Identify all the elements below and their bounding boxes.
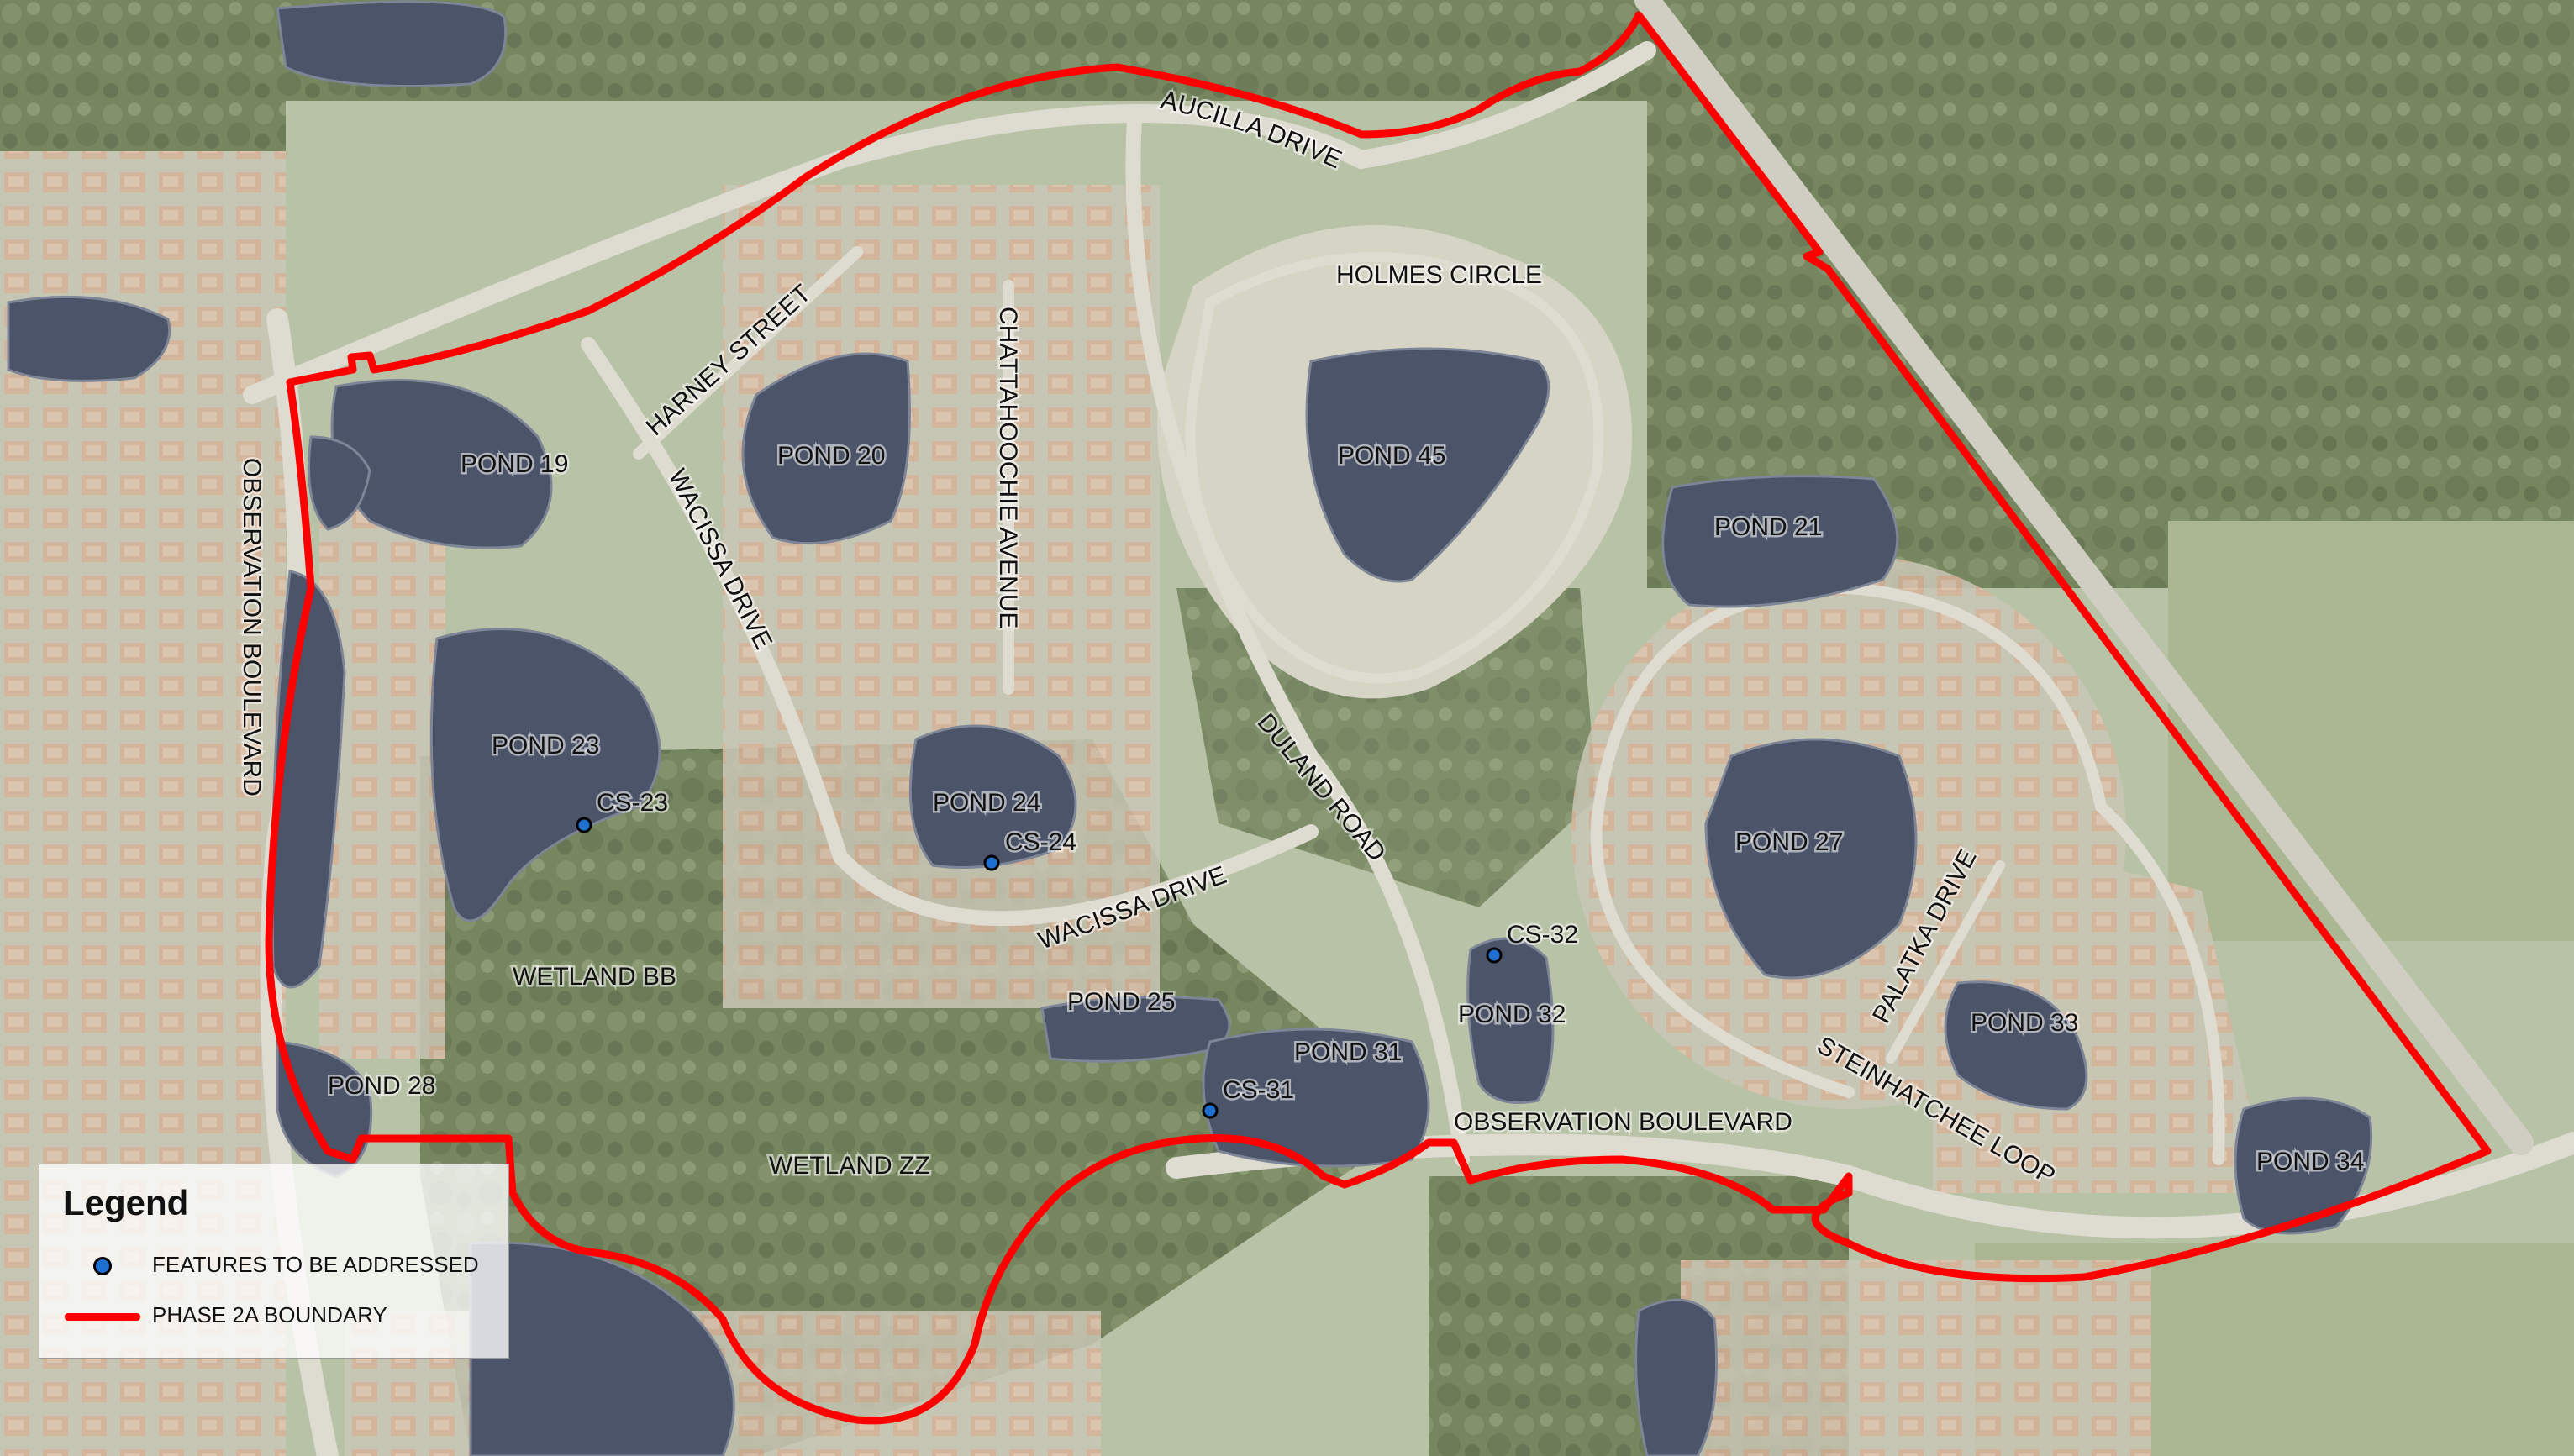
legend-item-features: FEATURES TO BE ADDRESSED — [39, 1250, 508, 1284]
wetland-label-bb: WETLAND BB — [513, 963, 676, 991]
feature-label-cs23: CS-23 — [597, 789, 668, 817]
legend-title: Legend — [63, 1183, 189, 1222]
legend-item-label: FEATURES TO BE ADDRESSED — [152, 1252, 479, 1277]
pond-27-shape — [1704, 738, 1918, 980]
feature-markers[interactable]: CS-23 CS-24 CS-32 CS-31 — [576, 787, 1581, 1119]
pond-34-shape — [2234, 1096, 2373, 1235]
feature-marker-cs32[interactable] — [1486, 947, 1503, 964]
road-highway — [1634, 0, 2534, 1155]
feature-label-cs32: CS-32 — [1507, 921, 1578, 949]
feature-marker-cs23[interactable] — [576, 817, 592, 833]
water-north-1 — [276, 0, 508, 87]
street-label-observation-vertical: OBSERVATION BOULEVARD — [238, 458, 266, 796]
pond-31-shape — [1202, 1028, 1430, 1168]
pond-label-45: POND 45 — [1338, 442, 1445, 470]
legend-item-boundary: PHASE 2A BOUNDARY — [39, 1301, 508, 1334]
feature-marker-cs31[interactable] — [1202, 1102, 1219, 1119]
water-west-1 — [7, 295, 171, 382]
pond-label-19: POND 19 — [461, 450, 568, 478]
pond-45-shape — [1305, 347, 1550, 583]
street-label-chattahoochie: CHATTAHOOCHIE AVENUE — [994, 307, 1022, 628]
street-label-observation-horizontal: OBSERVATION BOULEVARD — [1454, 1108, 1792, 1136]
road-palatka — [1886, 860, 2005, 1064]
pond-label-28: POND 28 — [328, 1072, 435, 1100]
pond-24-shape — [908, 724, 1077, 869]
water-west-2 — [308, 435, 371, 531]
street-label-holmes: HOLMES CIRCLE — [1336, 261, 1542, 289]
pond-21-shape — [1661, 475, 1899, 608]
pond-label-24: POND 24 — [933, 789, 1040, 817]
water-south-2 — [1634, 1298, 1718, 1456]
pond-25-shape — [1040, 996, 1231, 1063]
road-harney — [633, 246, 863, 460]
water-layer — [7, 0, 2373, 1456]
road-duland — [1125, 110, 1470, 1167]
pond-label-21: POND 21 — [1714, 513, 1822, 541]
pond-label-20: POND 20 — [777, 442, 885, 470]
pond-label-34: POND 34 — [2256, 1148, 2364, 1175]
wetland-label-zz: WETLAND ZZ — [769, 1152, 930, 1180]
pond-label-31: POND 31 — [1294, 1038, 1402, 1066]
boundary-line-icon — [65, 1313, 140, 1321]
pond-label-27: POND 27 — [1735, 828, 1843, 856]
water-south-1 — [469, 1241, 735, 1456]
pond-32-shape — [1466, 937, 1555, 1104]
pond-20-shape — [741, 352, 911, 545]
legend-panel: Legend FEATURES TO BE ADDRESSED PHASE 2A… — [39, 1164, 509, 1359]
pond-23-shape — [429, 628, 661, 922]
pond-label-25: POND 25 — [1067, 988, 1175, 1016]
feature-label-cs24: CS-24 — [1005, 828, 1076, 856]
pond-label-32: POND 32 — [1458, 1001, 1566, 1028]
area-labels: POND 19 POND 20 POND 45 POND 21 POND 23 … — [326, 440, 2366, 1182]
pond-label-23: POND 23 — [492, 732, 599, 760]
pond-33-shape — [1944, 980, 2088, 1111]
feature-dot-icon — [93, 1257, 112, 1275]
road-aucilla — [243, 41, 1656, 404]
feature-label-cs31: CS-31 — [1223, 1076, 1294, 1104]
pond-label-33: POND 33 — [1971, 1009, 2078, 1037]
pond-28-shape — [276, 1040, 373, 1178]
phase-2a-boundary — [265, 11, 2492, 1425]
road-wacissa — [581, 337, 1319, 927]
feature-marker-cs24[interactable] — [983, 854, 1000, 871]
road-holmes-circle — [1185, 252, 1604, 684]
legend-item-label: PHASE 2A BOUNDARY — [152, 1302, 387, 1327]
